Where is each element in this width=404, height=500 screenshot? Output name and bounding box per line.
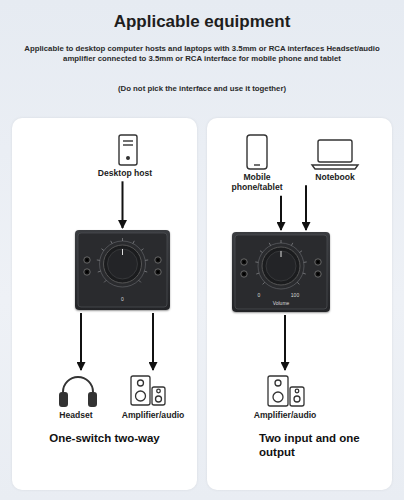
dial-label: 100 [291, 292, 299, 298]
notebook-icon [312, 140, 358, 169]
desktop-icon [119, 135, 137, 165]
panel: One-switch two-way Desktop host 0Headset Am… [12, 118, 197, 490]
subtitle-note: (Do not pick the interface and use it to… [10, 84, 394, 94]
page-title: Applicable equipment [0, 12, 404, 32]
speaker-icon [268, 376, 304, 406]
subtitle-note: Applicable to desktop computer hosts and… [10, 44, 394, 64]
panel-caption: Two input and one output [259, 431, 371, 460]
flow-arrow [305, 185, 307, 230]
headset-icon [60, 377, 96, 406]
switch-box: 0 [75, 230, 170, 310]
speaker-icon [131, 376, 165, 405]
device-label: Headset [43, 372, 109, 420]
panel-caption: One-switch two-way [22, 431, 187, 445]
device-label: Mobile phone/tablet [222, 132, 292, 193]
flow-arrow [80, 313, 82, 370]
device-name: Amplifier/audio [114, 410, 192, 420]
flow-arrow [152, 313, 154, 370]
device-name: Desktop host [85, 168, 165, 178]
dial-label: Volume [273, 300, 290, 306]
device-name: Headset [43, 410, 109, 420]
dial-label: 0 [121, 296, 124, 302]
device-label: Amplifier/audio [114, 372, 192, 420]
device-label: Amplifier/audio [245, 372, 325, 420]
switch-box: 0 100Volume [232, 232, 330, 312]
phone-icon [247, 135, 267, 169]
flow-arrow [284, 315, 286, 370]
device-name: Mobile phone/tablet [222, 172, 292, 193]
flow-arrow [122, 181, 124, 228]
device-name: Notebook [300, 172, 370, 182]
device-label: Desktop host [85, 132, 165, 178]
dial-label: 0 [258, 292, 261, 298]
flow-arrow [280, 196, 282, 230]
device-name: Amplifier/audio [245, 410, 325, 420]
panel: Two input and one output Mobile phone/tab… [207, 118, 392, 490]
device-label: Notebook [300, 132, 370, 182]
